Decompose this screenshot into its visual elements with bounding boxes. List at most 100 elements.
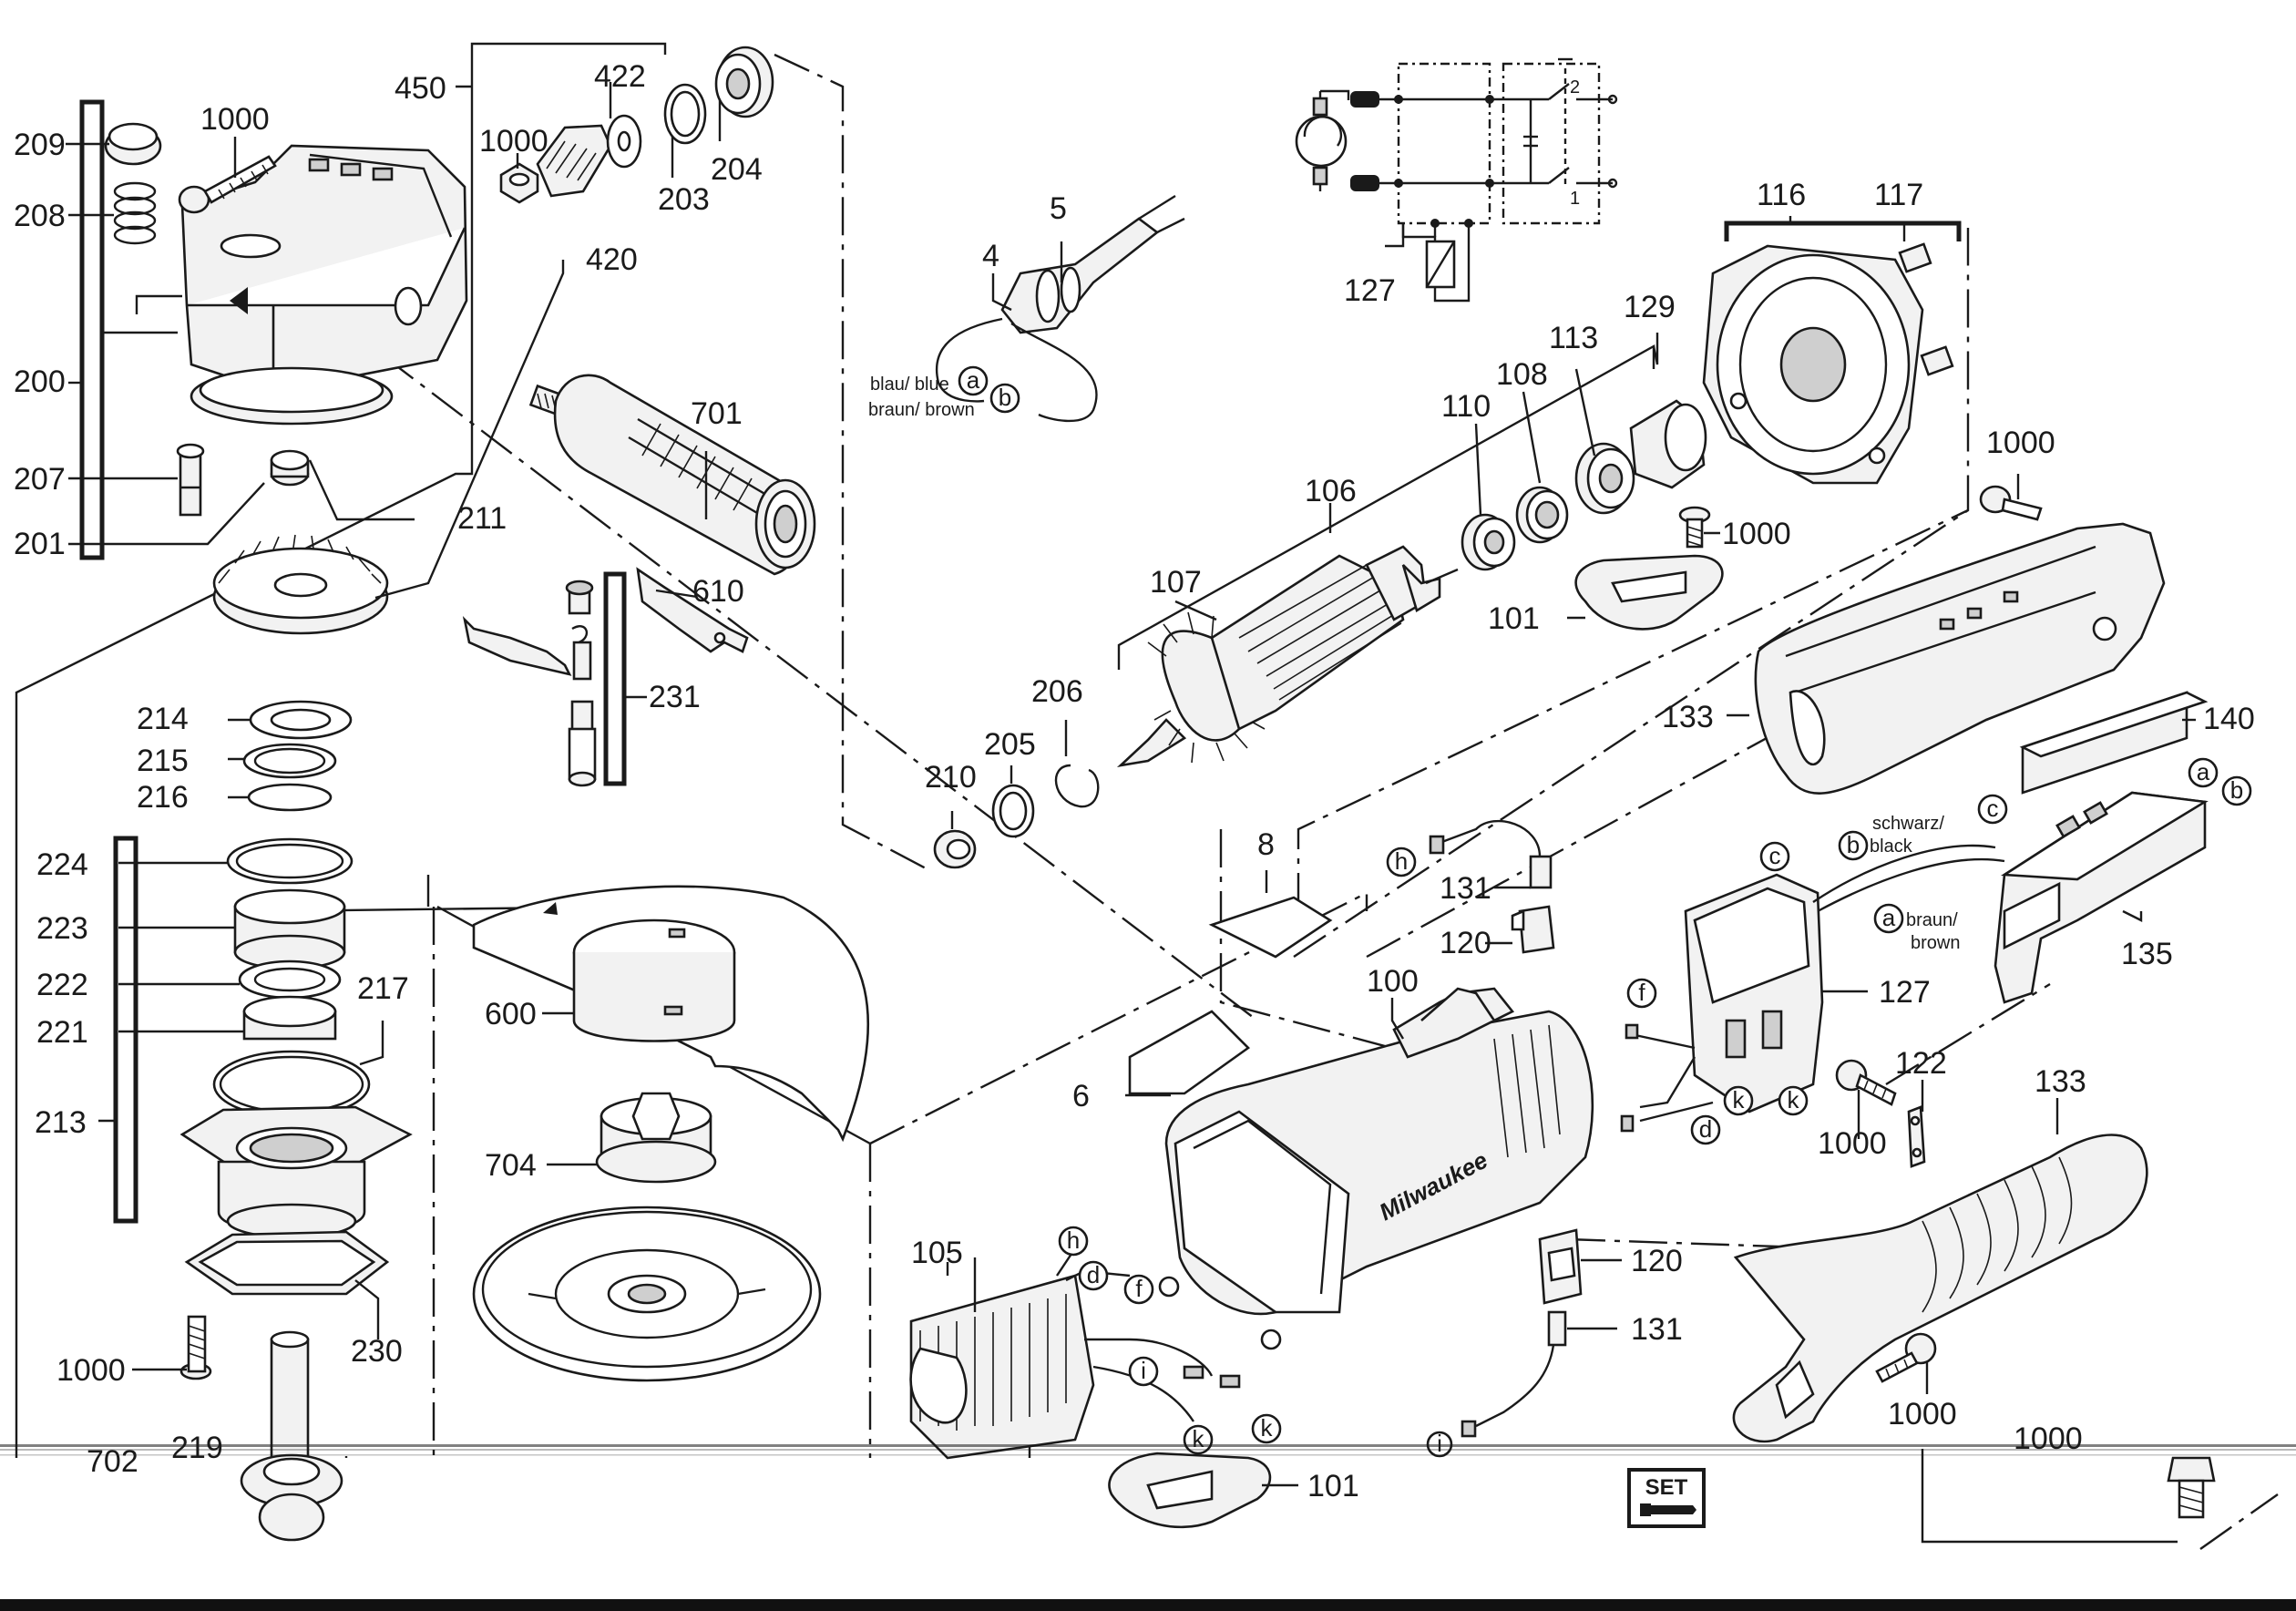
part-label-140: 140 <box>2203 702 2255 736</box>
marker-i-stator: i <box>1128 1356 1159 1387</box>
part-label-217: 217 <box>357 971 409 1006</box>
circlip-206 <box>1054 764 1100 808</box>
marker-a-top: a <box>958 365 989 396</box>
screw-1000c <box>179 1315 212 1380</box>
ring-203 <box>663 83 707 145</box>
side-handle-701 <box>528 374 816 576</box>
bearing-204 <box>714 46 774 118</box>
connector-131b <box>1461 1310 1567 1438</box>
marker-k-mid2: k <box>1778 1085 1809 1116</box>
ring-113 <box>1574 442 1635 515</box>
bearing-110 <box>1461 513 1516 571</box>
part-label-1000e: 1000 <box>1722 517 1791 551</box>
part-label-105: 105 <box>911 1236 963 1270</box>
switch-position-1: 1 <box>1570 189 1580 209</box>
part-label-127b: 127 <box>1879 975 1931 1010</box>
part-label-203: 203 <box>658 182 710 217</box>
part-label-216: 216 <box>137 780 189 815</box>
part-label-221: 221 <box>36 1015 88 1050</box>
part-label-213: 213 <box>35 1105 87 1140</box>
flange-704 <box>595 1092 717 1184</box>
part-label-222: 222 <box>36 968 88 1002</box>
set-badge: SET <box>1627 1468 1706 1528</box>
flange-housing <box>179 1105 413 1239</box>
marker-d-stator: d <box>1078 1260 1109 1291</box>
svg-text:b: b <box>1847 831 1860 858</box>
rear-handle-133b <box>1732 1134 2148 1443</box>
part-label-127a: 127 <box>1344 273 1396 308</box>
part-label-223: 223 <box>36 911 88 946</box>
lever-610 <box>636 567 749 653</box>
power-cord <box>936 194 1185 423</box>
marker-k-stator2: k <box>1251 1413 1282 1444</box>
spring <box>113 181 157 245</box>
label-6 <box>1128 1010 1251 1095</box>
marker-f-stator: f <box>1123 1274 1154 1305</box>
part-label-1000g: 1000 <box>1888 1397 1957 1431</box>
svg-text:a: a <box>967 366 980 394</box>
part-label-131b: 131 <box>1631 1312 1683 1347</box>
marker-d-mid: d <box>1690 1114 1721 1145</box>
marker-c-right: c <box>1977 794 2008 825</box>
washer-422 <box>606 114 642 169</box>
part-label-200: 200 <box>14 364 66 399</box>
part-label-1000b: 1000 <box>479 124 548 159</box>
wire-label-black-de: schwarz/ <box>1872 814 1944 834</box>
bearing-stack-213 <box>212 700 371 1119</box>
part-label-131a: 131 <box>1440 871 1491 906</box>
wire-labels: blau/ blue braun/ brown schwarz/ black b… <box>868 375 1960 953</box>
part-label-219: 219 <box>171 1431 223 1465</box>
switch-135 <box>1994 791 2209 1004</box>
screw-1000e <box>1678 506 1711 549</box>
part-label-5: 5 <box>1050 191 1067 226</box>
scan-artifact-band <box>0 1444 2296 1456</box>
switch-position-2: 2 <box>1570 77 1580 97</box>
part-label-208: 208 <box>14 199 66 233</box>
clip-122 <box>1907 1105 1926 1168</box>
connector-120b <box>1538 1228 1583 1305</box>
screw-1000d <box>1979 485 2043 521</box>
part-label-206: 206 <box>1031 674 1083 709</box>
marker-a-brown: a <box>1873 903 1904 934</box>
marker-b-right: b <box>2221 775 2252 806</box>
part-label-701: 701 <box>691 396 743 431</box>
spindle-219 <box>240 1330 343 1542</box>
svg-text:a: a <box>2197 758 2210 785</box>
svg-text:k: k <box>1261 1414 1274 1442</box>
marker-b-black: b <box>1838 830 1869 861</box>
gear-head-housing <box>180 144 468 426</box>
connector-120a <box>1511 905 1555 954</box>
part-label-116: 116 <box>1757 178 1806 212</box>
part-numbers: 209 1000 208 450 422 1000 203 204 420 20… <box>14 59 2255 1503</box>
screw-1000a <box>178 155 277 214</box>
svg-text:b: b <box>2230 776 2243 804</box>
wire-label-brown2-en: brown <box>1911 933 1960 953</box>
svg-text:f: f <box>1638 979 1645 1006</box>
brush-117 <box>1898 242 1954 376</box>
part-label-8: 8 <box>1257 827 1275 862</box>
cover-plate-101a <box>1574 554 1724 631</box>
bearing-108 <box>1515 486 1569 544</box>
marker-h-top: h <box>1386 847 1417 877</box>
part-label-133a: 133 <box>1662 700 1714 734</box>
part-label-113: 113 <box>1549 321 1598 355</box>
part-label-450: 450 <box>395 71 446 106</box>
part-label-101a: 101 <box>1488 601 1540 636</box>
part-label-1000a: 1000 <box>200 102 270 137</box>
nut-1000b <box>499 162 539 204</box>
rear-handle-133a <box>1754 522 2166 795</box>
part-label-211: 211 <box>457 501 507 536</box>
part-label-106: 106 <box>1305 474 1357 508</box>
svg-text:d: d <box>1087 1261 1100 1288</box>
wire-label-blue: blau/ blue <box>870 375 949 395</box>
marker-a-right: a <box>2188 757 2219 788</box>
svg-text:d: d <box>1699 1115 1712 1143</box>
marker-f-mid: f <box>1626 978 1657 1009</box>
part-label-610: 610 <box>692 574 744 609</box>
bottom-border <box>0 1599 2296 1611</box>
part-label-215: 215 <box>137 744 189 778</box>
part-label-207: 207 <box>14 462 66 497</box>
connector-131a <box>1429 819 1553 889</box>
gasket-230 <box>184 1230 390 1296</box>
part-label-205: 205 <box>984 727 1036 762</box>
